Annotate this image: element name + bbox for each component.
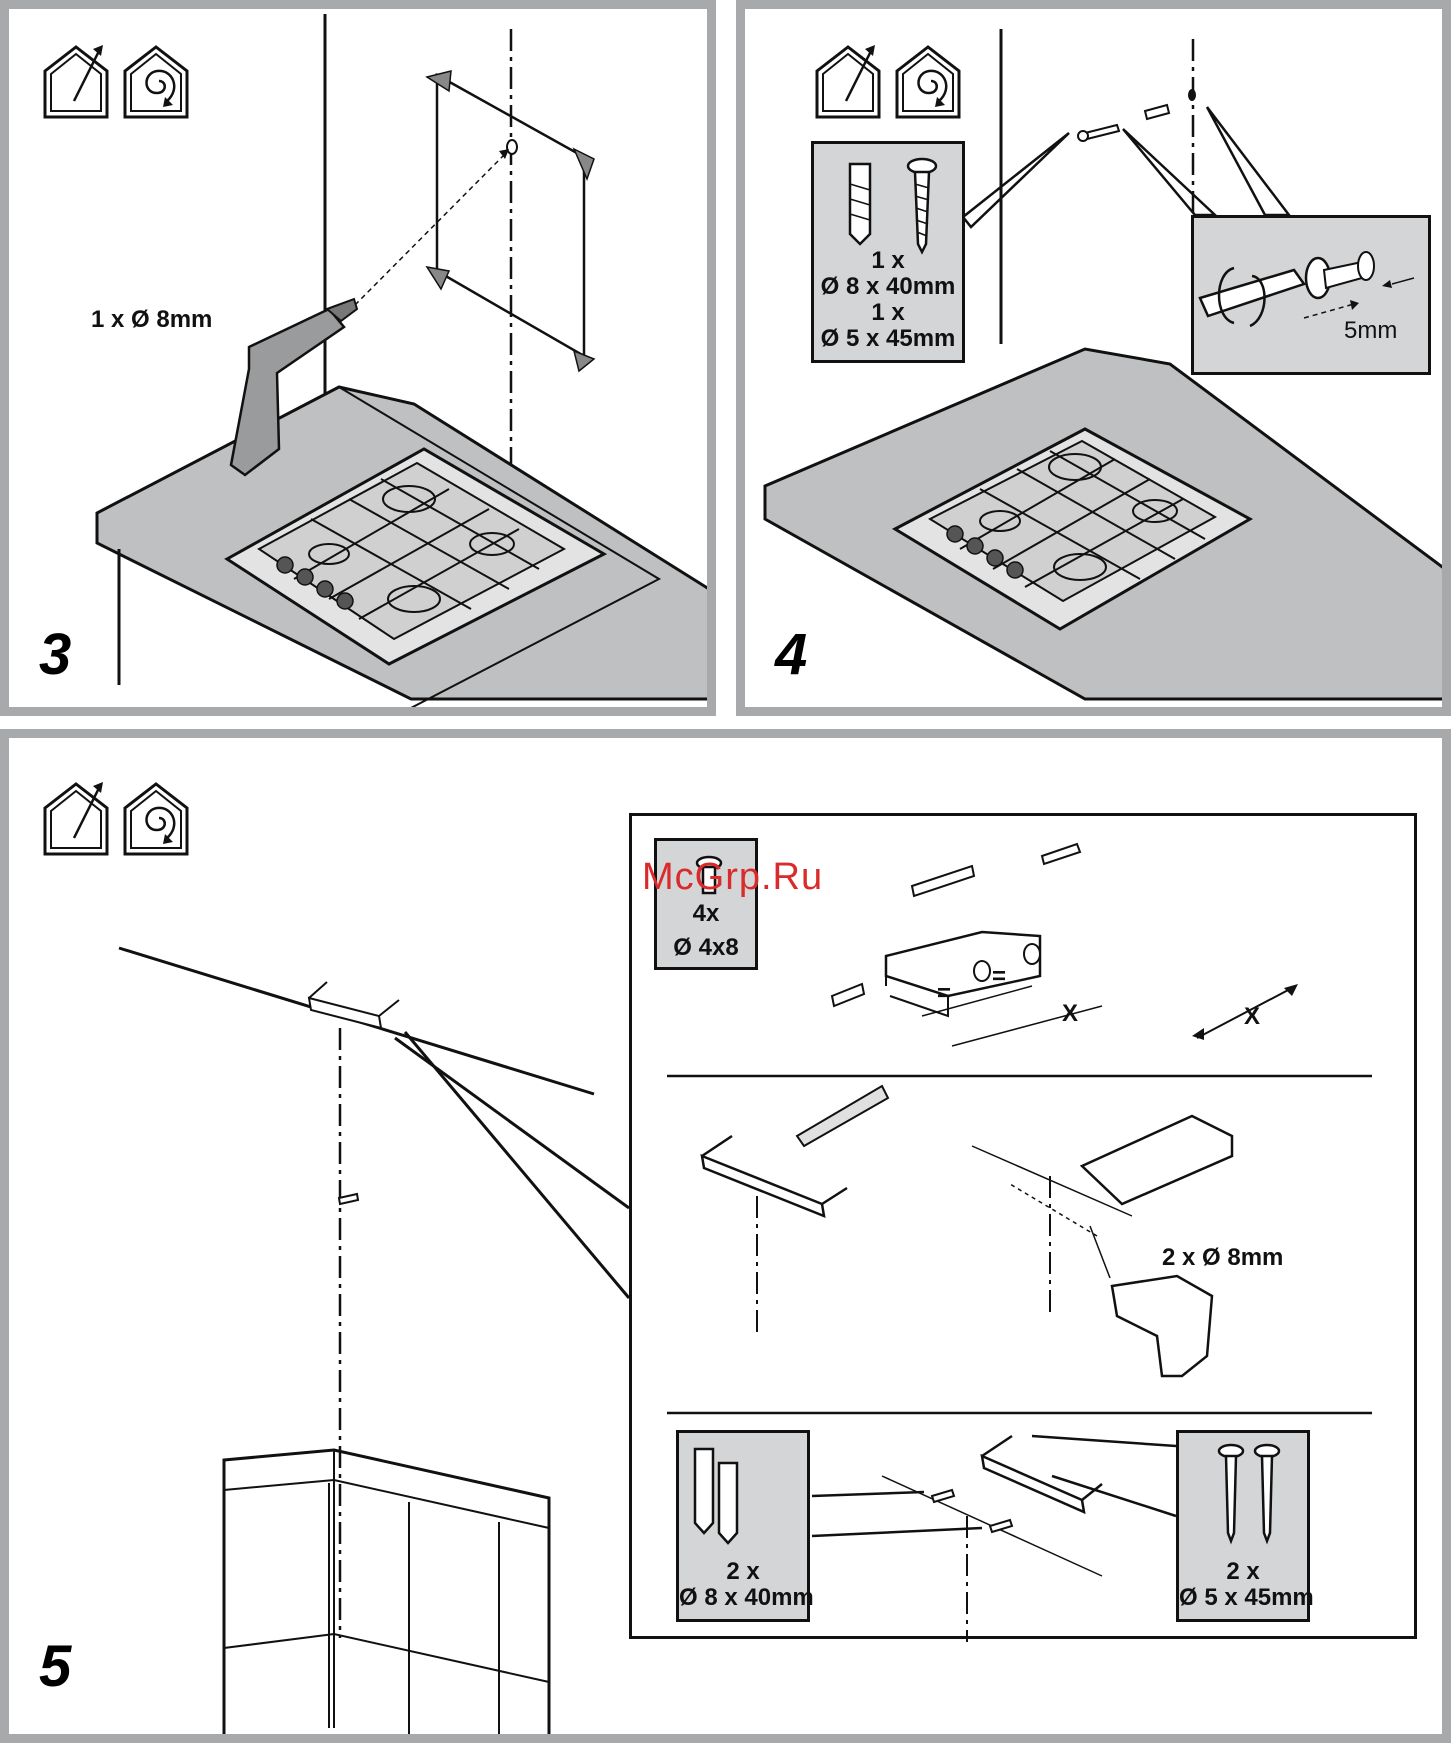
screw-detail-box: 5mm <box>1191 215 1431 375</box>
watermark: McGrp.Ru <box>642 856 823 899</box>
fixings-kit-box: 1 x Ø 8 x 40mm 1 x Ø 5 x 45mm <box>811 141 965 363</box>
step-number: 5 <box>39 1638 71 1696</box>
step-4-panel: 1 x Ø 8 x 40mm 1 x Ø 5 x 45mm 5mm 4 <box>736 0 1451 716</box>
small-screws-size: Ø 4x8 <box>657 935 755 962</box>
equal-mark: = <box>937 981 951 1008</box>
drill-size-label: 1 x Ø 8mm <box>91 307 212 334</box>
long-screws-box: 2 x Ø 5 x 45mm <box>1176 1430 1310 1622</box>
wall-plugs-size: Ø 8 x 40mm <box>679 1585 807 1612</box>
kit-qty-1: 1 x <box>814 248 962 275</box>
bracket-install-box: 4x Ø 4x8 = = X X 2 x Ø 8mm 2 x Ø 8 x 40 <box>629 813 1417 1639</box>
x-dimension-mark: X <box>1062 1001 1078 1028</box>
step-number: 4 <box>775 626 807 684</box>
step-3-illustration <box>9 9 716 716</box>
step-3-panel: 1 x Ø 8mm 3 <box>0 0 716 716</box>
kit-size-1: Ø 8 x 40mm <box>814 274 962 301</box>
small-screws-qty: 4x <box>657 901 755 928</box>
long-screws-qty: 2 x <box>1179 1559 1307 1586</box>
equal-mark: = <box>992 964 1006 991</box>
x-dimension-mark: X <box>1244 1004 1260 1031</box>
kit-size-2: Ø 5 x 45mm <box>814 326 962 353</box>
wall-plugs-box: 2 x Ø 8 x 40mm <box>676 1430 810 1622</box>
screwdriver-detail <box>1194 218 1434 378</box>
long-screws-size: Ø 5 x 45mm <box>1179 1585 1307 1612</box>
step-number: 3 <box>39 626 71 684</box>
wall-plugs-qty: 2 x <box>679 1559 807 1586</box>
step-5-panel: 4x Ø 4x8 = = X X 2 x Ø 8mm 2 x Ø 8 x 40 <box>0 729 1451 1743</box>
gap-label: 5mm <box>1344 318 1397 345</box>
drill-holes-label: 2 x Ø 8mm <box>1162 1245 1283 1272</box>
kit-qty-2: 1 x <box>814 300 962 327</box>
